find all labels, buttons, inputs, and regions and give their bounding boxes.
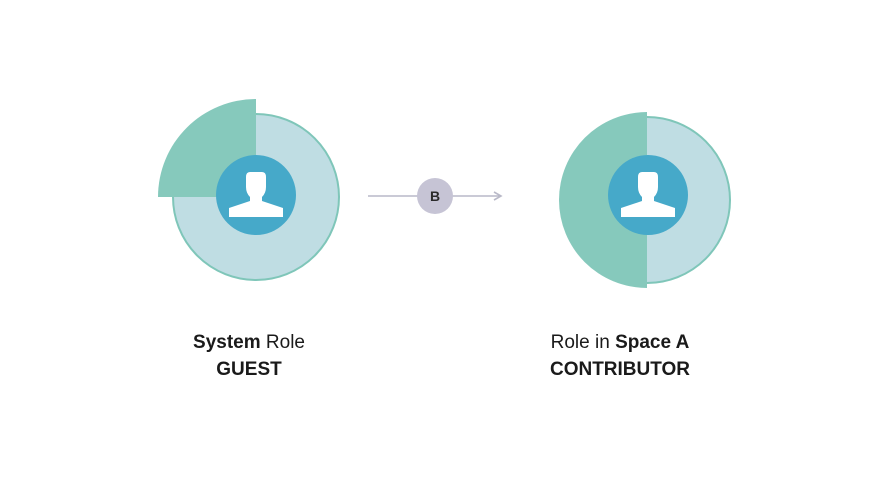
user-silhouette-icon xyxy=(216,155,296,235)
transition-arrow: B xyxy=(368,178,503,214)
system-role-wheel xyxy=(158,99,340,281)
space-role-caption: Role in Space A CONTRIBUTOR xyxy=(470,329,770,383)
user-silhouette-icon xyxy=(608,155,688,235)
space-role-value: CONTRIBUTOR xyxy=(549,359,691,380)
transition-badge xyxy=(417,178,453,214)
arrow-right-icon xyxy=(493,191,503,201)
space-role-title-strong: Space A xyxy=(615,332,690,353)
space-role-permission-segment xyxy=(559,112,647,288)
system-role-title: System Role xyxy=(99,329,399,356)
system-role-title-rest: Role xyxy=(260,332,305,353)
transition-badge-label: B xyxy=(430,188,440,204)
space-role-wheel xyxy=(559,112,731,288)
space-role-title: Role in Space A xyxy=(470,329,770,356)
system-role-title-strong: System xyxy=(193,332,261,353)
system-role-value: GUEST xyxy=(216,359,282,380)
space-role-title-rest: Role in xyxy=(550,332,616,353)
system-role-caption: System Role GUEST xyxy=(99,329,399,383)
